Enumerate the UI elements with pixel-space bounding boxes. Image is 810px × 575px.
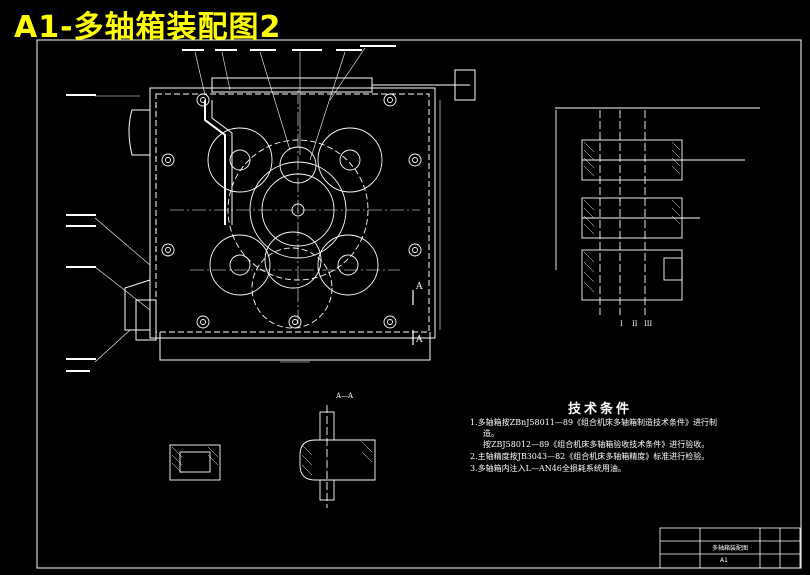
- tech-line-3: 按ZBJ58012—89《组合机床多轴箱验收技术条件》进行验收。: [483, 440, 710, 449]
- view-label-a-bottom: A: [416, 335, 423, 345]
- leader-lines: [94, 47, 441, 363]
- main-front-view: [124, 69, 476, 361]
- title-block-name: 多轴箱装配图: [712, 545, 749, 552]
- view-label-a-top: A: [416, 282, 423, 292]
- right-section-views: [555, 107, 760, 315]
- bolt-holes: [161, 93, 422, 329]
- view-label-iii: III: [644, 320, 653, 328]
- view-label-i: I: [620, 320, 623, 328]
- gear-circles: [207, 127, 383, 329]
- drawing-frame: [36, 39, 802, 569]
- right-section-hatch: [583, 141, 681, 293]
- tech-line-2: 造。: [483, 429, 499, 438]
- tech-line-5: 3.多轴箱内注入L—AN46全损耗系统用油。: [470, 464, 626, 473]
- title-block-sheet: A1: [720, 557, 728, 564]
- leader-labels: [66, 45, 396, 372]
- title-block: [659, 527, 801, 569]
- centerlines: [170, 90, 420, 330]
- view-label-ii: II: [632, 320, 638, 328]
- drawing-title: A1-多轴箱装配图2: [14, 10, 282, 45]
- bottom-detail-hatch: [171, 441, 373, 476]
- tech-line-4: 2.主轴精度按JB3043—82《组合机床多轴箱精度》标准进行检验。: [470, 452, 710, 461]
- tech-line-1: 1.多轴箱按ZBnJ58011—89《组合机床多轴箱制造技术条件》进行制: [470, 418, 718, 427]
- tech-requirements-heading: 技术条件: [568, 402, 633, 417]
- bottom-detail-views: [169, 405, 376, 508]
- section-label: A—A: [336, 392, 354, 400]
